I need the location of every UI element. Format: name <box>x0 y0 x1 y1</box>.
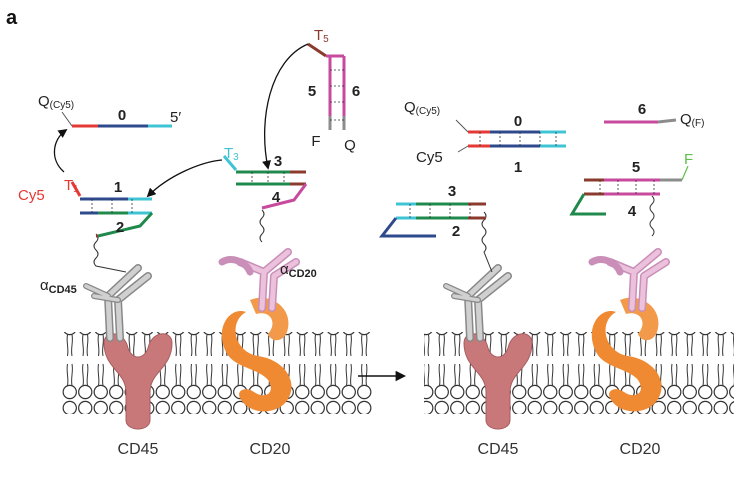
toehold-t1-label: T1 <box>64 177 79 195</box>
strand-0-left <box>61 111 172 128</box>
cd45-protein-right <box>463 333 533 430</box>
cd45-protein-left <box>103 333 173 430</box>
hairpin-6-number: 6 <box>352 83 360 100</box>
duplex-34-bottom-number: 4 <box>272 189 281 206</box>
cd20-label-left: CD20 <box>250 441 291 458</box>
duplex-32-top-number: 3 <box>448 183 456 200</box>
cd20-label-right: CD20 <box>620 441 661 458</box>
antibody-cd20-left <box>218 248 300 312</box>
duplex-34-top-number: 3 <box>274 153 282 170</box>
duplex-34-left <box>222 155 308 210</box>
duplex-54-top-number: 5 <box>632 159 640 176</box>
quencher-label-left: Q(Cy5) <box>38 93 74 111</box>
duplex-01-top-number: 0 <box>514 113 522 130</box>
antibody-cd45-label: αCD45 <box>40 277 77 296</box>
cd45-label-left: CD45 <box>118 441 159 458</box>
hairpin-56-left <box>307 42 346 130</box>
strand-0-end-label: 5′ <box>170 109 181 126</box>
antibody-cd45-right <box>443 264 512 342</box>
toehold-t5-label: T5 <box>314 27 329 45</box>
linker-cd45-left <box>93 233 127 273</box>
hairpin-5-number: 5 <box>308 83 316 100</box>
duplex-12-top-number: 1 <box>114 179 122 196</box>
cy5-label-left: Cy5 <box>18 187 45 204</box>
duplex-54-fluor: F <box>684 151 693 168</box>
strand-6-quencher: Q(F) <box>680 111 704 129</box>
duplex-32-bottom-number: 2 <box>452 223 460 240</box>
antibody-cd20-right <box>588 248 670 312</box>
duplex-32-right <box>378 202 486 238</box>
strand-6-right <box>604 118 677 124</box>
linker-cd20-left <box>259 209 265 243</box>
antibody-cd20-label: αCD20 <box>280 261 317 280</box>
linker-cd45-right <box>481 211 493 273</box>
strand-0-number: 0 <box>118 107 126 124</box>
cd45-label-right: CD45 <box>478 441 519 458</box>
duplex-01-right <box>455 119 566 153</box>
duplex-12-bottom-number: 2 <box>116 219 124 236</box>
duplex-54-bottom-number: 4 <box>628 203 637 220</box>
duplex-54-right <box>569 165 689 216</box>
panel-label: a <box>6 7 18 29</box>
hairpin-fluor-label: F <box>311 133 320 150</box>
antibody-cd45-left <box>83 264 152 342</box>
arrow-t3-to-duplex12 <box>146 159 223 198</box>
linker-cd20-right <box>649 195 655 237</box>
duplex-12-left <box>70 181 154 238</box>
arrow-t1-to-strand0 <box>53 128 68 173</box>
strand-6-number: 6 <box>638 101 646 118</box>
hairpin-quencher-label: Q <box>344 137 356 154</box>
duplex-01-bottom-number: 1 <box>514 159 522 176</box>
arrow-t5-to-duplex34 <box>262 43 309 170</box>
toehold-t3-label: T3 <box>224 145 239 163</box>
cy5-label-right: Cy5 <box>416 149 443 166</box>
quencher-label-right: Q(Cy5) <box>404 99 440 117</box>
